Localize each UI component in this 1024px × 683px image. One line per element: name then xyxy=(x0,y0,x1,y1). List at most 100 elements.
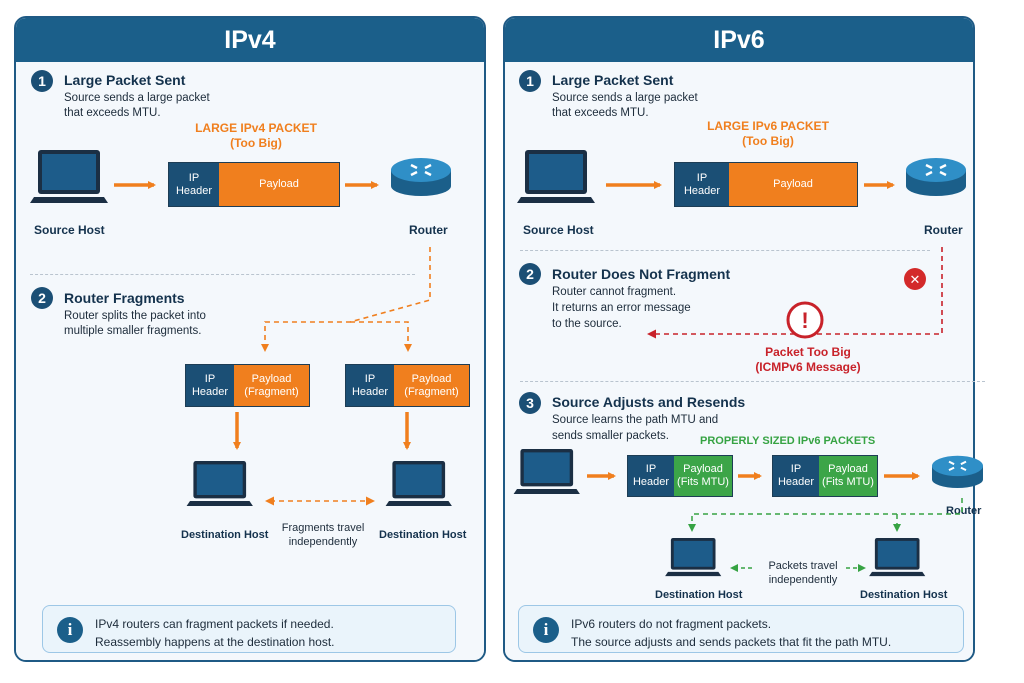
ipv4-body xyxy=(16,62,484,660)
ipv6-large-packet-payload: Payload xyxy=(729,163,857,206)
ipv6-step2-desc: Router cannot fragment. It returns an er… xyxy=(552,284,691,332)
ipv4-fragment-left-payload-line2: (Fragment) xyxy=(244,385,299,398)
ipv4-fragment-right-payload-line1: Payload xyxy=(411,372,452,385)
ipv4-large-packet-payload: Payload xyxy=(219,163,339,206)
ipv6-router2-label: Router xyxy=(946,505,982,517)
ipv6-divider-1 xyxy=(520,250,930,251)
ipv4-fragment-right-payload-line2: (Fragment) xyxy=(404,385,459,398)
ipv4-info-line1: IPv4 routers can fragment packets if nee… xyxy=(95,617,334,631)
ipv6-step1-desc: Source sends a large packet that exceeds… xyxy=(552,91,698,121)
ipv6-step2-desc-line2: It returns an error message xyxy=(552,302,691,314)
ipv6-step1-desc-line2: that exceeds MTU. xyxy=(552,107,649,119)
ipv4-step1-desc: Source sends a large packet that exceeds… xyxy=(64,91,210,121)
ipv4-step1-desc-line2: that exceeds MTU. xyxy=(64,107,161,119)
ipv4-step2-desc-line2: multiple smaller fragments. xyxy=(64,325,202,337)
ipv6-step3-number: 3 xyxy=(519,392,541,414)
ipv6-dest-host-left-label: Destination Host xyxy=(655,589,743,601)
ipv6-small-packet-1-header-line2: Header xyxy=(632,476,670,488)
ipv6-info-text: IPv6 routers do not fragment packets. Th… xyxy=(571,615,891,651)
ipv4-fragment-left-payload-line1: Payload xyxy=(251,372,292,385)
ipv4-step2-title: Router Fragments xyxy=(64,290,185,306)
ipv6-travel-note: Packets travel independently xyxy=(757,559,849,587)
ipv6-small-packet-2-payload-line2: (Fits MTU) xyxy=(822,476,874,488)
ipv4-divider xyxy=(30,274,415,275)
ipv4-step2-desc-line1: Router splits the packet into xyxy=(64,310,206,322)
ipv6-small-packet-1-header-line1: IP xyxy=(645,463,657,475)
ipv6-step3-title: Source Adjusts and Resends xyxy=(552,394,746,410)
ipv4-info-box: i IPv4 routers can fragment packets if n… xyxy=(42,605,456,653)
ipv6-error-caption-line1: Packet Too Big xyxy=(765,345,851,359)
ipv6-info-line1: IPv6 routers do not fragment packets. xyxy=(571,617,772,631)
ipv6-proper-caption: PROPERLY SIZED IPv6 PACKETS xyxy=(700,435,876,447)
ipv6-title: IPv6 xyxy=(505,18,973,62)
ipv4-step1-desc-line1: Source sends a large packet xyxy=(64,92,210,104)
info-icon: i xyxy=(57,617,83,643)
ipv4-step2-desc: Router splits the packet into multiple s… xyxy=(64,309,206,339)
ipv6-step3-desc-line2: sends smaller packets. xyxy=(552,430,669,442)
ipv6-large-packet-header-line1: IP xyxy=(696,171,708,184)
ipv6-dest-host-right-label: Destination Host xyxy=(860,589,948,601)
ipv4-step2-number: 2 xyxy=(31,287,53,309)
ipv4-step1-number: 1 xyxy=(31,70,53,92)
ipv6-small-packet-2-payload-line1: Payload xyxy=(828,463,868,475)
ipv6-router-label: Router xyxy=(924,223,963,237)
ipv6-error-caption: Packet Too Big (ICMPv6 Message) xyxy=(740,345,876,375)
ipv6-small-packet-2-header-line1: IP xyxy=(790,463,802,475)
ipv4-fragment-right-header-line2: Header xyxy=(351,385,389,398)
ipv6-large-packet-header-line2: Header xyxy=(683,184,721,197)
ipv4-info-line2: Reassembly happens at the destination ho… xyxy=(95,635,335,649)
ipv6-info-line2: The source adjusts and sends packets tha… xyxy=(571,635,892,649)
ipv6-small-packet-1-payload: Payload(Fits MTU) xyxy=(674,456,732,496)
ipv4-title: IPv4 xyxy=(16,18,484,62)
ipv4-fragment-right-payload: Payload(Fragment) xyxy=(394,365,469,406)
ipv6-step2-desc-line1: Router cannot fragment. xyxy=(552,286,677,298)
ipv6-step1-number: 1 xyxy=(519,70,541,92)
ipv4-info-text: IPv4 routers can fragment packets if nee… xyxy=(95,615,334,651)
ipv4-large-packet-header-line2: Header xyxy=(175,184,213,197)
ipv4-router-label: Router xyxy=(409,223,448,237)
ipv6-small-packet-2-header-line2: Header xyxy=(777,476,815,488)
ipv6-step3-desc: Source learns the path MTU and sends sma… xyxy=(552,412,718,444)
ipv6-body xyxy=(505,62,973,660)
ipv6-step1-title: Large Packet Sent xyxy=(552,72,674,88)
ipv6-large-packet-caption: LARGE IPv6 PACKET (Too Big) xyxy=(700,119,836,149)
ipv4-fragment-left-header-line2: Header xyxy=(191,385,229,398)
ipv6-small-packet-2-payload: Payload(Fits MTU) xyxy=(819,456,877,496)
ipv4-large-packet-caption-line2: (Too Big) xyxy=(230,136,282,150)
ipv4-source-host-label: Source Host xyxy=(34,223,105,237)
ipv4-large-packet-caption-line1: LARGE IPv4 PACKET xyxy=(195,121,317,135)
ipv6-step2-title: Router Does Not Fragment xyxy=(552,266,731,282)
ipv4-fragment-left-header-line1: IP xyxy=(204,372,216,385)
ipv6-step2-desc-line3: to the source. xyxy=(552,318,622,330)
ipv4-large-packet-header-line1: IP xyxy=(188,171,200,184)
ipv6-divider-2 xyxy=(520,381,985,382)
ipv6-source-host-label: Source Host xyxy=(523,223,594,237)
ipv6-travel-note-line2: independently xyxy=(768,574,838,586)
ipv6-travel-note-line1: Packets travel xyxy=(768,560,838,572)
ipv6-info-box: i IPv6 routers do not fragment packets. … xyxy=(518,605,964,653)
ipv4-dest-host-left-label: Destination Host xyxy=(181,529,269,541)
ipv4-travel-note-line1: Fragments travel xyxy=(281,522,365,534)
ipv4-travel-note: Fragments travel independently xyxy=(275,521,371,549)
ipv4-travel-note-line2: independently xyxy=(288,536,358,548)
ipv6-step2-number: 2 xyxy=(519,263,541,285)
ipv4-fragment-left-payload: Payload(Fragment) xyxy=(234,365,309,406)
ipv6-small-packet-1-payload-line1: Payload xyxy=(683,463,723,475)
ipv4-fragment-right-header-line1: IP xyxy=(364,372,376,385)
ipv6-large-packet-caption-line2: (Too Big) xyxy=(742,134,794,148)
ipv6-small-packet-1-payload-line2: (Fits MTU) xyxy=(677,476,729,488)
ipv6-error-caption-line2: (ICMPv6 Message) xyxy=(755,360,861,374)
ipv4-dest-host-right-label: Destination Host xyxy=(379,529,467,541)
